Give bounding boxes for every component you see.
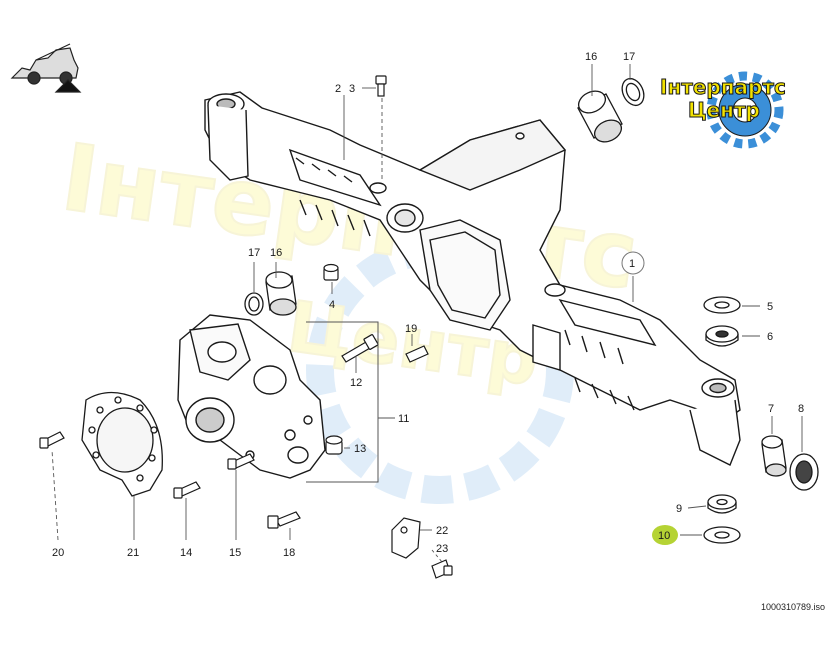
callout-10-highlight — [652, 525, 678, 545]
bushing-7 — [761, 435, 787, 477]
callout-14[interactable]: 14 — [180, 547, 192, 559]
callout-22[interactable]: 22 — [436, 525, 448, 537]
washer-10 — [703, 526, 741, 544]
callout-13[interactable]: 13 — [354, 443, 366, 455]
washer-9 — [707, 494, 737, 514]
interparts-logo: Інтерпартс Центр — [660, 71, 786, 149]
document-id: 1000310789.iso — [760, 602, 825, 612]
bearing-6 — [705, 325, 739, 347]
callout-15[interactable]: 15 — [229, 547, 241, 559]
bolt-23 — [431, 559, 453, 579]
callout-23[interactable]: 23 — [436, 543, 448, 555]
callout-7[interactable]: 7 — [768, 403, 774, 415]
callout-5[interactable]: 5 — [767, 301, 773, 313]
callout-21[interactable]: 21 — [127, 547, 139, 559]
plate-22 — [391, 517, 421, 559]
callout-1-circle — [621, 251, 645, 275]
pin-19 — [405, 345, 429, 363]
bolt-20 — [39, 431, 65, 449]
callout-labels: 1 2 3 4 5 6 7 8 9 10 11 12 13 14 15 16 1… — [52, 51, 804, 559]
machine-icon — [10, 43, 82, 93]
plug-13 — [325, 435, 343, 455]
callout-16-top[interactable]: 16 — [585, 51, 597, 63]
callout-8[interactable]: 8 — [798, 403, 804, 415]
bushing-16-top — [577, 90, 623, 143]
callout-4[interactable]: 4 — [329, 299, 335, 311]
callout-1[interactable]: 1 — [629, 258, 635, 270]
callout-16-left[interactable]: 16 — [270, 247, 282, 259]
logo-line1: Інтерпартс — [660, 75, 786, 99]
callout-10[interactable]: 10 — [658, 530, 670, 542]
bolt-3 — [375, 75, 387, 97]
callout-3[interactable]: 3 — [349, 83, 355, 95]
callout-20[interactable]: 20 — [52, 547, 64, 559]
callout-2[interactable]: 2 — [335, 83, 341, 95]
callout-17-top[interactable]: 17 — [623, 51, 635, 63]
bolt-14 — [173, 481, 201, 499]
bolt-15 — [227, 453, 255, 470]
bearing-8 — [789, 453, 819, 491]
cover-plate-21 — [81, 391, 163, 497]
callout-6[interactable]: 6 — [767, 331, 773, 343]
washer-5 — [703, 296, 741, 314]
group-bracket-11 — [306, 321, 395, 483]
bolt-12 — [341, 334, 379, 363]
axle-housing — [204, 91, 741, 466]
seal-ring-17-top — [621, 77, 645, 107]
callout-11[interactable]: 11 — [398, 413, 409, 425]
callout-12[interactable]: 12 — [350, 377, 362, 389]
bolt-18 — [267, 511, 301, 529]
callout-18[interactable]: 18 — [283, 547, 295, 559]
callout-9[interactable]: 9 — [676, 503, 682, 515]
logo-line2: Центр — [688, 98, 760, 122]
leader-lines — [51, 64, 803, 563]
differential-carrier-11 — [177, 314, 326, 479]
seal-ring-17-left — [244, 292, 264, 316]
bushing-16-left — [265, 271, 297, 316]
bushing-4 — [323, 263, 339, 281]
callout-17-left[interactable]: 17 — [248, 247, 260, 259]
gear-icon — [706, 71, 784, 149]
callout-19[interactable]: 19 — [405, 323, 417, 335]
